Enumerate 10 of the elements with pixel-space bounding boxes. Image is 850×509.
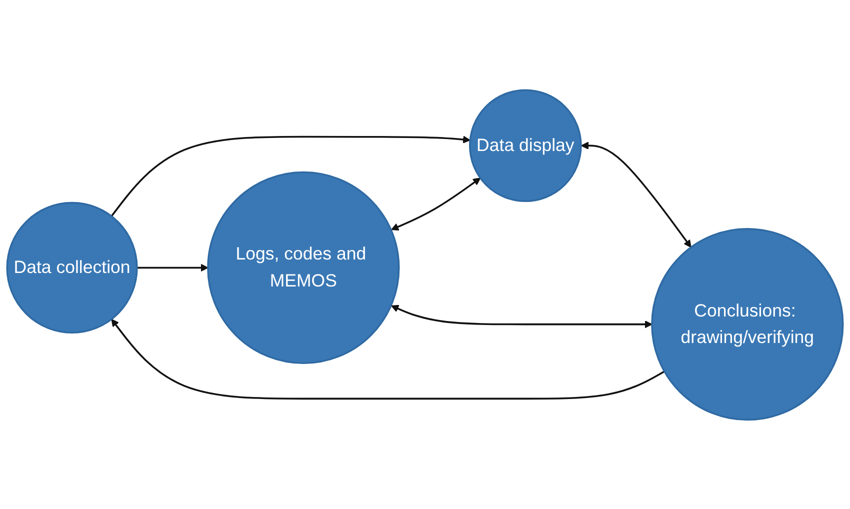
arrow	[391, 304, 652, 328]
node-circle: Data display	[469, 88, 582, 202]
arrow	[391, 177, 481, 230]
node-circle: Conclusions: drawing/verifying	[651, 228, 844, 420]
node-circle: Data collection	[6, 201, 138, 334]
arrow	[136, 263, 208, 272]
arrow	[110, 135, 471, 216]
node-circle: Logs, codes and MEMOS	[207, 170, 400, 364]
arrow	[580, 141, 692, 248]
arrow	[111, 318, 665, 400]
